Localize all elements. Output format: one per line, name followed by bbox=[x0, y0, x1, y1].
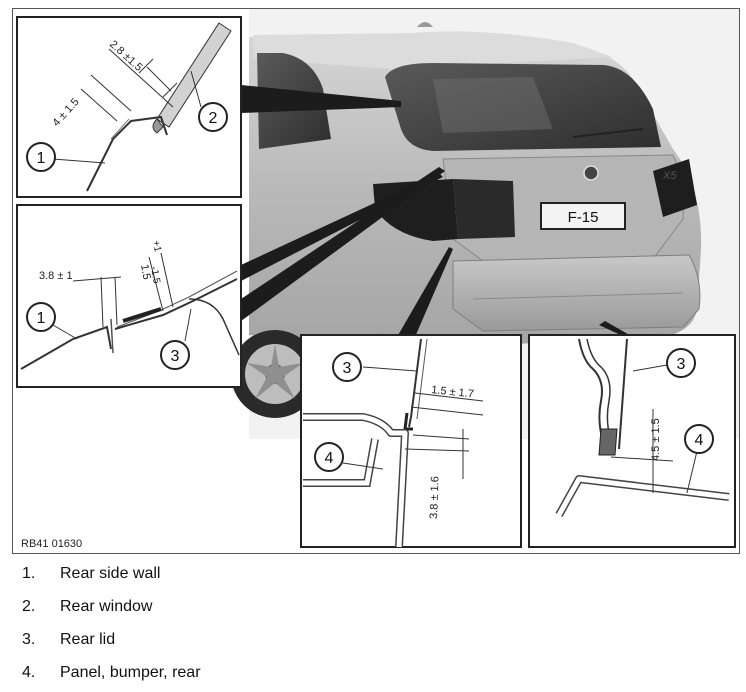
callout-1: 1 bbox=[37, 310, 46, 327]
legend-item: 2. Rear window bbox=[22, 597, 152, 617]
legend-number: 4. bbox=[22, 664, 36, 681]
legend-number: 3. bbox=[22, 631, 36, 648]
callout-3: 3 bbox=[677, 356, 686, 373]
car-rear-view: X5 F-15 bbox=[231, 9, 739, 439]
callout-1: 1 bbox=[37, 150, 46, 167]
detail-panel-bottom-middle: 1.5 ± 1.7 3.8 ± 1.6 3 4 bbox=[300, 334, 522, 548]
detail-panel-bottom-right: 4.5 ± 1.5 3 4 bbox=[528, 334, 736, 548]
dimension-label: 1.5 ± 1.7 bbox=[431, 384, 475, 400]
model-badge: X5 bbox=[662, 170, 677, 182]
detail-panel-middle-left: 3.8 ± 1 1.5 -1.5 +1 1 3 bbox=[16, 204, 242, 388]
diagram-svg: X5 F-15 2.8 ±1.5 bbox=[16, 9, 739, 550]
dimension-label: 3.8 ± 1 bbox=[39, 270, 73, 282]
legend-label: Rear window bbox=[60, 598, 153, 615]
legend-label: Rear lid bbox=[60, 631, 116, 648]
brand-logo bbox=[583, 165, 599, 181]
detail-panel-top-left: 2.8 ±1.5 4 ± 1.5 1 2 bbox=[16, 16, 242, 198]
callout-4: 4 bbox=[325, 450, 334, 467]
license-plate-text: F-15 bbox=[568, 209, 599, 226]
callout-3: 3 bbox=[171, 348, 180, 365]
legend-item: 3. Rear lid bbox=[22, 630, 115, 650]
right-tail-light bbox=[653, 159, 697, 217]
callout-wedges bbox=[241, 85, 633, 337]
legend-item: 1. Rear side wall bbox=[22, 564, 160, 584]
legend-label: Panel, bumper, rear bbox=[60, 664, 201, 681]
figure-code: RB41 01630 bbox=[21, 538, 82, 550]
dimension-label: +1 bbox=[150, 240, 163, 254]
callout-3: 3 bbox=[343, 360, 352, 377]
dimension-label: 4.5 ± 1.5 bbox=[650, 418, 662, 461]
legend-item: 4. Panel, bumper, rear bbox=[22, 663, 201, 683]
dimension-label: 1.5 bbox=[138, 263, 152, 280]
callout-2: 2 bbox=[209, 110, 218, 127]
dimension-label: -1.5 bbox=[148, 266, 162, 285]
rear-bumper bbox=[452, 254, 701, 332]
technical-diagram: X5 F-15 2.8 ±1.5 bbox=[12, 8, 740, 554]
legend-list: 1. Rear side wall 2. Rear window 3. Rear li… bbox=[0, 560, 746, 692]
legend-number: 2. bbox=[22, 598, 36, 615]
legend-label: Rear side wall bbox=[60, 565, 161, 582]
legend-number: 1. bbox=[22, 565, 36, 582]
license-plate bbox=[540, 202, 626, 230]
callout-4: 4 bbox=[695, 432, 704, 449]
dimension-label: 3.8 ± 1.6 bbox=[428, 476, 441, 519]
